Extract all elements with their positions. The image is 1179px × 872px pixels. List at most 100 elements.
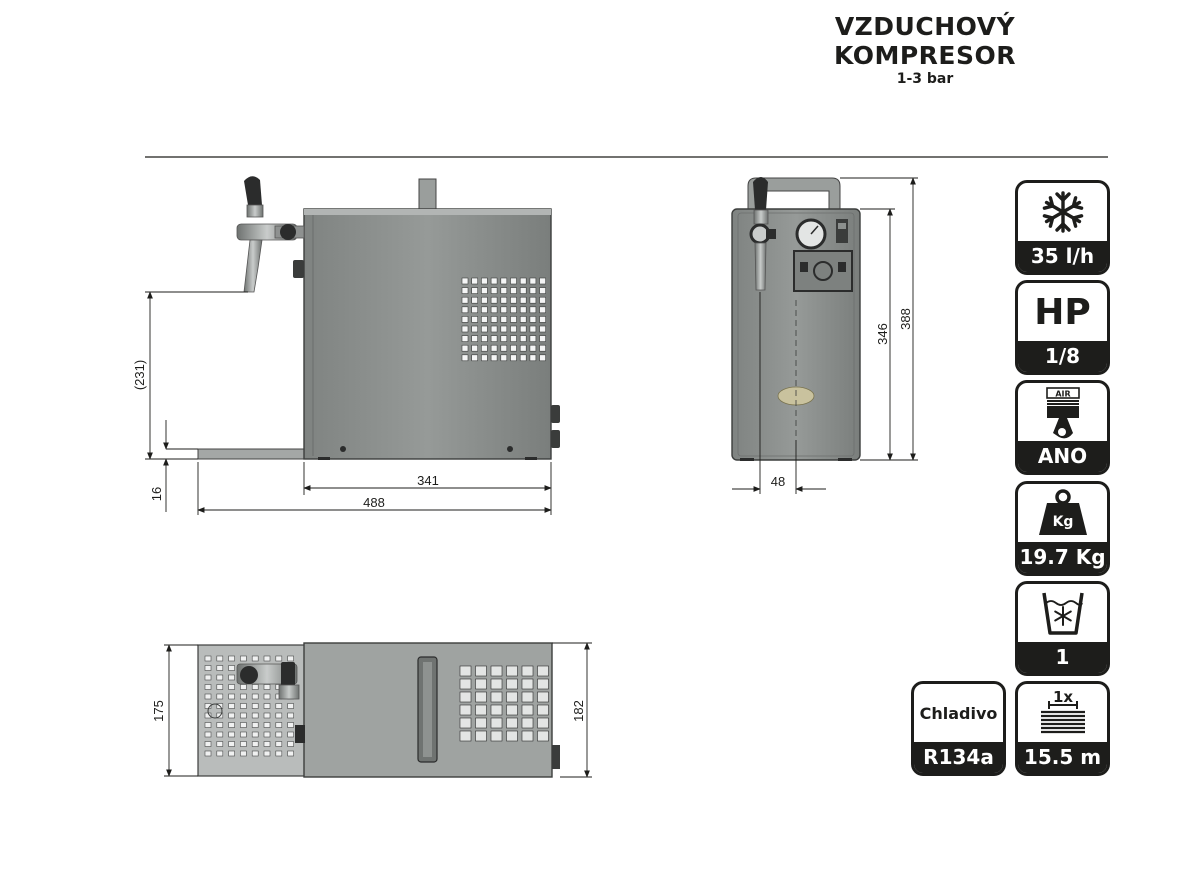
top-view: [197, 642, 560, 778]
grille-slot: [490, 287, 498, 294]
grille-slot: [228, 703, 235, 709]
front-tap-spout: [754, 242, 767, 291]
grille-slot: [539, 277, 546, 285]
grille-slot: [228, 684, 235, 690]
grille-slot: [461, 354, 469, 362]
title-pressure: 1-3 bar: [896, 71, 954, 87]
grille-slot: [475, 717, 487, 729]
grille-slot: [251, 703, 259, 709]
grille-slot: [537, 730, 549, 742]
grille-slot: [510, 296, 517, 304]
grille-slot: [204, 741, 212, 747]
front-regulator-bracket-2: [838, 262, 846, 272]
grille-slot: [500, 354, 508, 362]
grille-slot: [490, 335, 498, 342]
grille-slot: [204, 693, 212, 700]
grille-slot: [521, 665, 534, 677]
grille-slot: [461, 325, 469, 333]
grille-slot: [519, 287, 527, 294]
grille-slot: [471, 287, 479, 294]
grille-slot: [539, 344, 546, 352]
badge-power-value: 1/8: [1018, 341, 1107, 372]
grille-slot: [521, 678, 534, 690]
grille-slot: [287, 741, 294, 747]
grille-slot: [240, 731, 247, 738]
grille-slot: [287, 703, 294, 709]
grille-slot: [275, 655, 283, 662]
side-foot-left: [340, 446, 346, 452]
grille-slot: [481, 344, 488, 352]
grille-slot: [263, 703, 271, 709]
coil-icon: 1x: [1040, 688, 1085, 734]
grille-slot: [251, 722, 259, 728]
grille-slot: [519, 325, 527, 333]
side-foot-1: [318, 457, 330, 460]
front-view: [731, 177, 861, 461]
grille-slot: [204, 684, 212, 690]
grille-slot: [529, 335, 537, 342]
grille-slot: [471, 325, 479, 333]
grille-slot: [216, 655, 224, 662]
front-dimensions: [732, 177, 918, 494]
grille-slot: [490, 325, 498, 333]
side-view: [197, 176, 560, 460]
grille-slot: [519, 316, 527, 323]
grille-slot: [490, 306, 498, 314]
grille-slot: [471, 344, 479, 352]
badge-cooling-value: 35 l/h: [1018, 241, 1107, 272]
grille-slot: [539, 316, 546, 323]
grille-slot: [500, 316, 508, 323]
grille-slot: [537, 704, 549, 716]
title-line-1: VZDUCHOVÝ: [834, 12, 1016, 41]
dim-tap-offset: 48: [771, 474, 785, 489]
front-foot-2: [838, 458, 852, 461]
grille-slot: [204, 731, 212, 738]
top-drain-hole: [207, 703, 223, 719]
grille-slot: [475, 730, 487, 742]
grille-slot: [263, 684, 271, 690]
grille-slot: [240, 722, 247, 728]
grille-slot: [240, 693, 247, 700]
grille-slot: [521, 691, 534, 703]
ice-bath-icon: [1041, 592, 1084, 635]
grille-slot: [490, 344, 498, 352]
grille-slot: [519, 335, 527, 342]
grille-slot: [240, 712, 247, 719]
side-dimensions: [145, 291, 552, 515]
grille-slot: [216, 693, 224, 700]
top-handle-inner: [423, 662, 432, 757]
side-body-top-edge: [304, 209, 551, 215]
grille-slot: [471, 354, 479, 362]
grille-slot: [475, 704, 487, 716]
grille-slot: [263, 712, 271, 719]
grille-slot: [287, 655, 294, 662]
grille-slot: [510, 316, 517, 323]
badge-coil-value: 15.5 m: [1018, 742, 1107, 773]
front-tap-lever-icon: [753, 177, 768, 210]
grille-slot: [500, 335, 508, 342]
grille-slot: [529, 287, 537, 294]
grille-slot: [275, 741, 283, 747]
snowflake-icon: [1041, 191, 1084, 233]
grille-slot: [481, 287, 488, 294]
grille-slot: [490, 730, 503, 742]
front-switch: [836, 219, 848, 243]
grille-slot: [471, 316, 479, 323]
grille-slot: [275, 731, 283, 738]
grille-slot: [228, 731, 235, 738]
grille-slot: [228, 665, 235, 671]
grille-slot: [471, 296, 479, 304]
grille-slot: [471, 306, 479, 314]
grille-slot: [461, 277, 469, 285]
badge-refrigerant-value: R134a: [914, 742, 1003, 773]
grille-slot: [461, 296, 469, 304]
grille-slot: [506, 717, 518, 729]
grille-slot: [510, 354, 517, 362]
grille-slot: [461, 306, 469, 314]
grille-slot: [459, 678, 472, 690]
top-tap-clip: [295, 725, 305, 743]
side-connector-2: [551, 430, 560, 448]
grille-slot: [471, 277, 479, 285]
side-knob: [293, 260, 304, 278]
grille-slot: [506, 730, 518, 742]
